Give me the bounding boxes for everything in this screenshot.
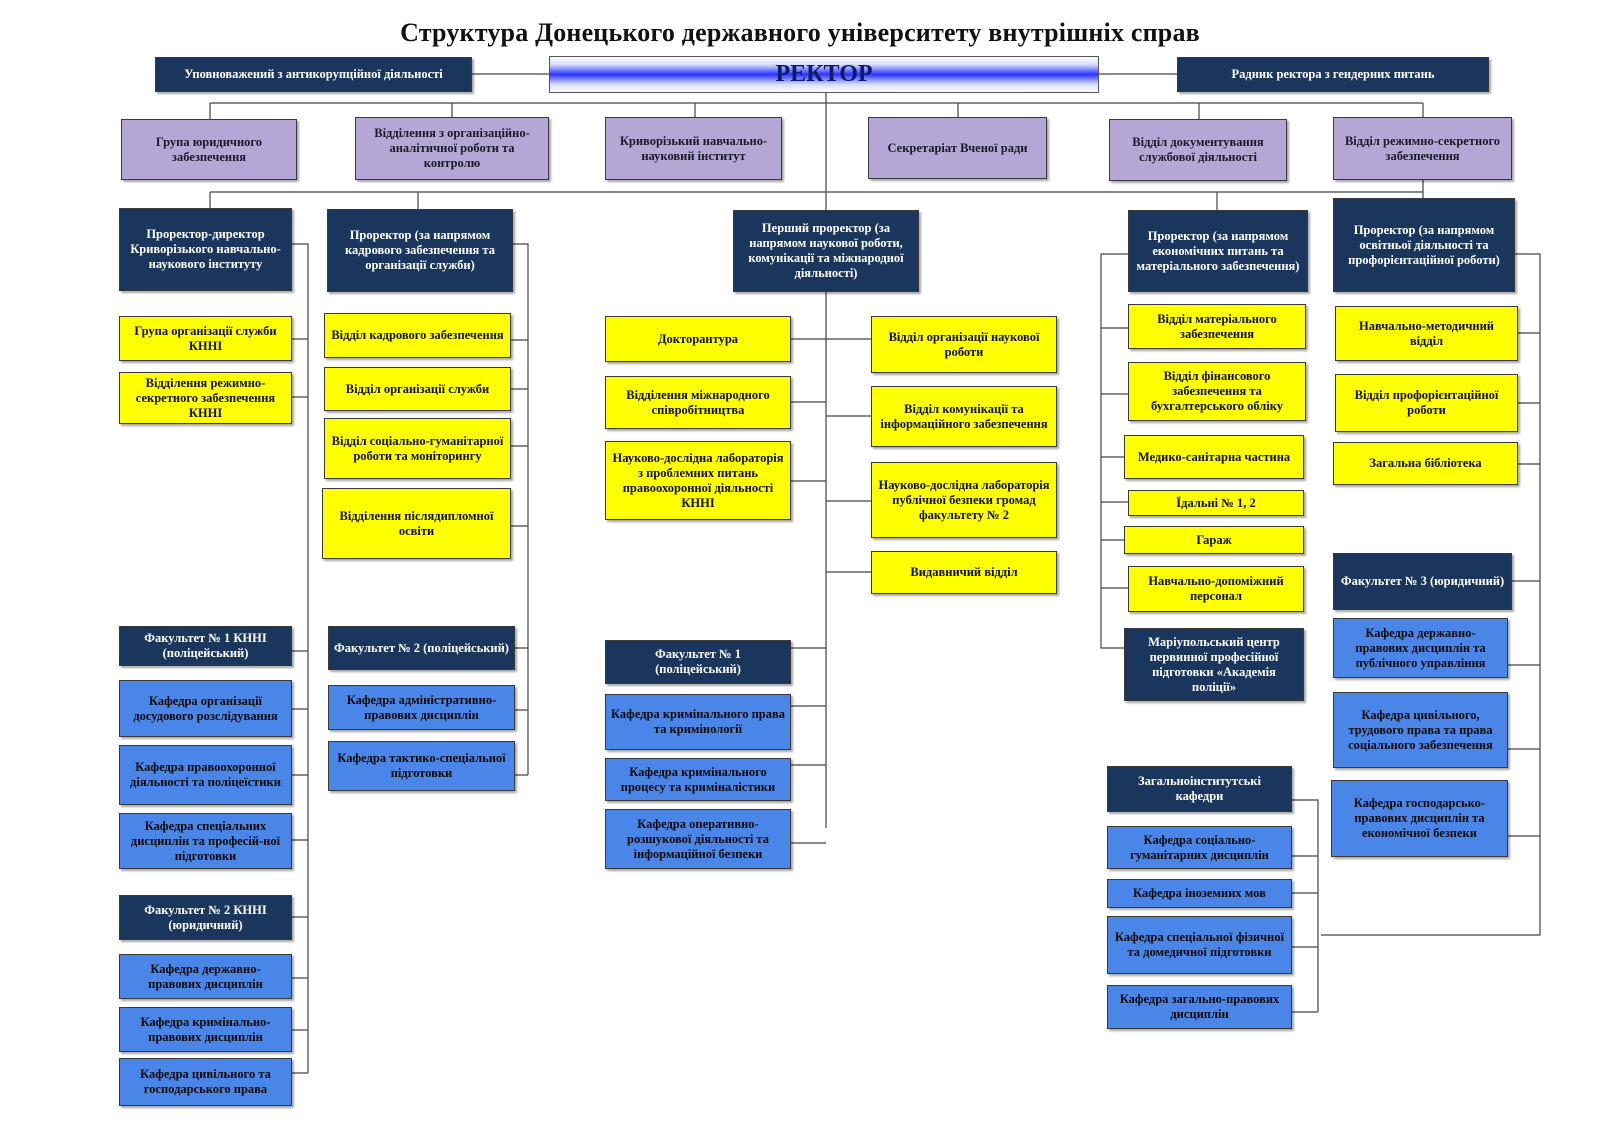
chair-general-legal: Кафедра загально-правових дисциплін [1107,985,1292,1029]
legal-support-group: Група юридичного забезпечення [121,119,297,180]
chair-foreign-languages: Кафедра іноземних мов [1107,879,1292,908]
chair-state-legal-kri: Кафедра державно-правових дисциплін [119,954,292,999]
chair-criminal-law: Кафедра кримінального права та криміноло… [605,694,791,750]
org-analytics-division: Відділення з організаційно-аналітичної р… [355,117,549,180]
connector-general-branches [1292,855,1318,1013]
chair-social-humanitarian: Кафедра соціально-гуманітарних дисциплін [1107,826,1292,869]
doctoral-studies: Докторантура [605,316,791,362]
kri-faculty-1: Факультет № 1 КННІ (поліцейський) [119,626,292,666]
connector-econ-branches [1101,327,1128,589]
medical-unit: Медико-санітарна частина [1124,435,1304,479]
research-lab-law-enforcement: Науково-дослідна лабораторія з проблемни… [605,441,791,520]
canteens: Їдальні № 1, 2 [1128,490,1304,516]
vp-education: Проректор (за напрямом освітньої діяльно… [1333,198,1515,292]
chair-civil-labour-law: Кафедра цивільного, трудового права та п… [1333,692,1508,768]
chair-criminal-procedure: Кафедра кримінального процесу та криміна… [605,758,791,801]
chair-civil-commercial-kri: Кафедра цивільного та господарського пра… [119,1058,292,1106]
postgraduate-education-division: Відділення післядипломної освіти [322,488,511,559]
connector-kri-branches [292,338,308,1074]
connector-econ-spine [1100,253,1128,649]
faculty-2-police: Факультет № 2 (поліцейський) [328,626,515,670]
first-vice-rector: Перший проректор (за напрямом наукової р… [733,210,919,292]
connector-first-right [826,338,871,573]
career-guidance-department: Відділ профорієнтаційної роботи [1335,374,1518,432]
service-organization-department: Відділ організації служби [324,367,511,411]
connector-vp-drops [209,180,1424,210]
kri-faculty-2: Факультет № 2 КННІ (юридичний) [119,895,292,940]
vp-economics: Проректор (за напрямом економічних питан… [1128,210,1308,292]
chair-administrative-legal: Кафедра адміністративно-правових дисципл… [328,685,515,730]
connector-personnel-branches [511,339,528,776]
gender-advisor-box: Радник ректора з гендерних питань [1177,57,1489,92]
communication-department: Відділ комунікації та інформаційного заб… [871,386,1057,447]
connector-edu-spine [1321,253,1541,936]
support-staff: Навчально-допоміжний персонал [1128,566,1304,612]
connector-edu-branches [1508,332,1540,837]
research-organization-department: Відділ організації наукової роботи [871,316,1057,373]
kri-secret-regime-division: Відділення режимно-секретного забезпечен… [119,372,292,424]
rector-box: РЕКТОР [549,56,1099,93]
connector-general-spine [1292,799,1319,1012]
chair-criminal-legal-kri: Кафедра кримінально-правових дисциплін [119,1007,292,1052]
personnel-department: Відділ кадрового забезпечення [324,313,511,358]
connector-first-left [791,338,826,844]
finance-accounting-department: Відділ фінансового забезпечення та бухга… [1128,362,1306,421]
academic-council-secretariat: Секретаріат Вченої ради [868,117,1047,179]
chair-special-disciplines: Кафедра спеціальних дисциплін та професі… [119,813,292,869]
chair-physical-training: Кафедра спеціальної фізичної та домедичн… [1107,916,1292,974]
vp-personnel: Проректор (за напрямом кадрового забезпе… [327,209,513,292]
faculty-3-legal: Факультет № 3 (юридичний) [1333,553,1512,610]
vp-kri-director: Проректор-директор Криворізького навчаль… [119,208,292,291]
connector-units-drops [209,103,1424,119]
methodology-department: Навчально-методичний відділ [1335,306,1518,361]
material-support-department: Відділ матеріального забезпечення [1128,304,1306,349]
mariupol-police-academy: Маріупольський центр первинної професійн… [1124,628,1304,701]
chair-state-legal-public-admin: Кафедра державно-правових дисциплін та п… [1333,618,1508,678]
faculty-1-police: Факультет № 1 (поліцейський) [605,640,791,684]
social-humanitarian-department: Відділ соціально-гуманітарної роботи та … [324,418,511,479]
publishing-department: Видавничий відділ [871,551,1057,594]
documentation-department: Відділ документування службової діяльнос… [1109,119,1287,181]
garage: Гараж [1124,526,1304,554]
anticorruption-officer-box: Уповноважений з антикорупційної діяльнос… [155,57,472,92]
international-cooperation-division: Відділення міжнародного співробітництва [605,376,791,429]
general-institute-chairs: Загальноінститутські кафедри [1107,766,1292,812]
chart-title: Структура Донецького державного універси… [400,18,1200,47]
chair-operational-search: Кафедра оперативно-розшукової діяльності… [605,809,791,869]
research-lab-public-safety: Науково-дослідна лабораторія публічної б… [871,462,1057,538]
chair-tactical-special: Кафедра тактико-спеціальної підготовки [328,741,515,791]
kryvyi-rih-institute: Криворізький навчально-науковий інститут [605,117,782,180]
connector-kri-spine [292,243,309,1073]
chair-law-enforcement-policing: Кафедра правоохоронної діяльності та пол… [119,745,292,805]
kri-service-group: Група організації служби КННІ [119,316,292,361]
secret-regime-department: Відділ режимно-секретного забезпечення [1333,117,1512,180]
chair-pretrial-investigation: Кафедра організації досудового розслідув… [119,680,292,737]
chair-commercial-economic-security: Кафедра господарсько-правових дисциплін … [1331,780,1508,857]
connector-personnel-spine [513,243,529,775]
general-library: Загальна бібліотека [1333,442,1518,485]
